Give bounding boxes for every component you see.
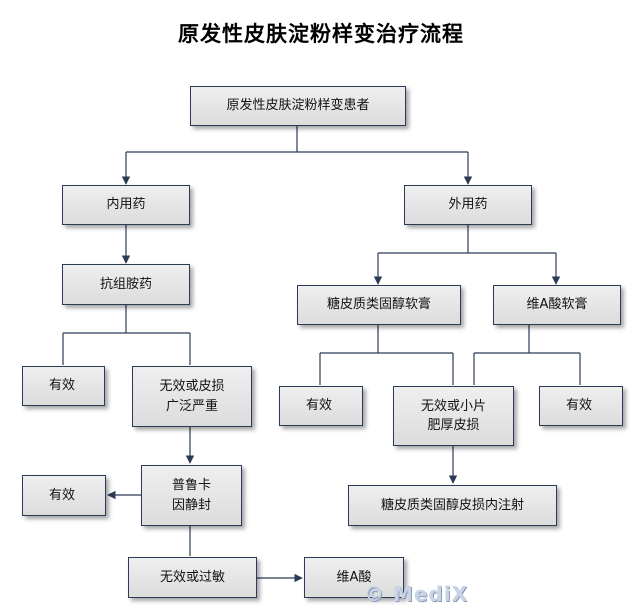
- edge-external-split: [378, 225, 556, 254]
- node-effective-1: 有效: [22, 366, 105, 406]
- node-root: 原发性皮肤淀粉样变患者: [190, 86, 406, 126]
- node-ineffective-small: 无效或小片 肥厚皮损: [393, 386, 514, 446]
- edge-steroid-split: [319, 325, 454, 385]
- watermark: © MediX: [364, 582, 469, 606]
- node-steroid-injection: 糖皮质类固醇皮损内注射: [348, 485, 557, 526]
- node-steroid-ointment: 糖皮质类固醇软膏: [297, 285, 461, 325]
- node-procaine: 普鲁卡 因静封: [141, 465, 242, 526]
- edge-antihistamine-split: [62, 305, 191, 365]
- node-effective-4: 有效: [22, 475, 106, 516]
- node-vita-ointment: 维A酸软膏: [493, 285, 621, 325]
- node-vita-acid: 维A酸: [304, 557, 404, 598]
- node-ineffective-widespread: 无效或皮损 广泛严重: [132, 366, 252, 427]
- edge-vita-split: [473, 325, 581, 385]
- node-effective-2: 有效: [279, 386, 363, 426]
- node-external: 外用药: [404, 185, 532, 225]
- node-antihistamine: 抗组胺药: [62, 264, 190, 305]
- node-internal: 内用药: [62, 185, 190, 225]
- node-effective-3: 有效: [539, 386, 623, 426]
- page-title: 原发性皮肤淀粉样变治疗流程: [178, 22, 464, 46]
- node-ineffective-allergy: 无效或过敏: [128, 557, 257, 598]
- edge-root-split: [126, 126, 468, 153]
